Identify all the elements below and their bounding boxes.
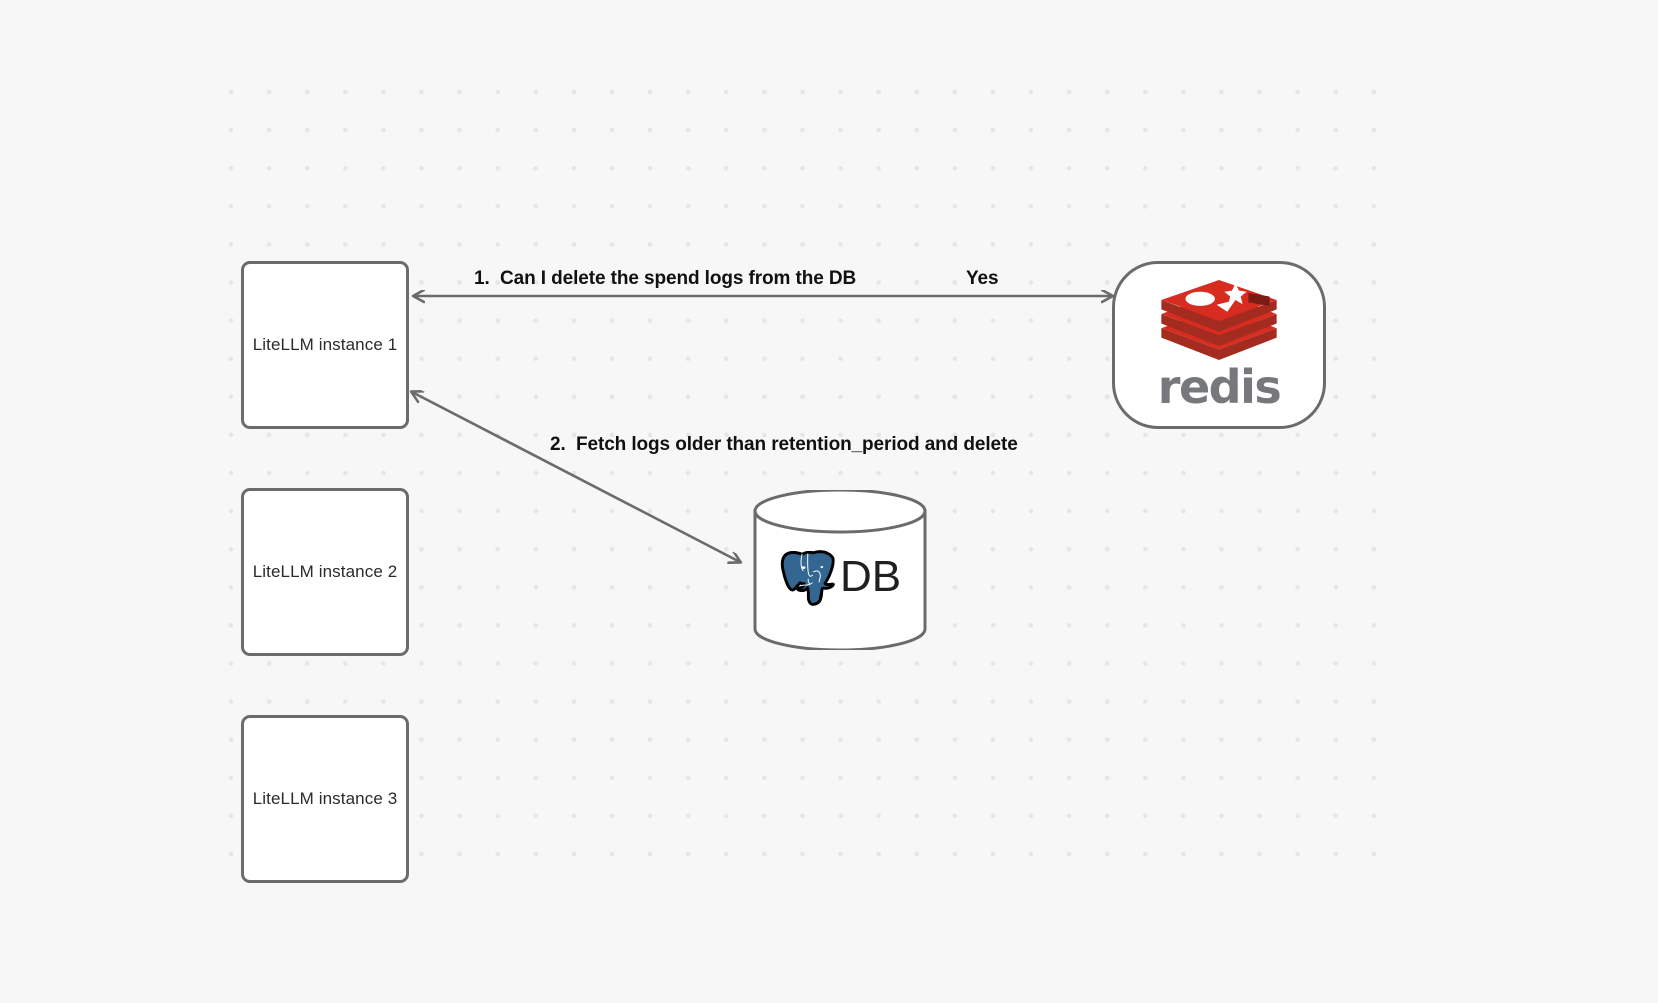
node-litellm-instance-2-label: LiteLLM instance 2 — [252, 562, 398, 581]
redis-wordmark: redis — [1157, 360, 1282, 414]
database-cylinder-shape — [753, 490, 927, 650]
edge-litellm1-db-line — [412, 392, 740, 562]
node-litellm-instance-1-label: LiteLLM instance 1 — [252, 335, 398, 354]
node-litellm-instance-3-label: LiteLLM instance 3 — [252, 789, 398, 808]
database-logo-row: DB — [752, 490, 928, 650]
database-label: DB — [839, 552, 902, 601]
redis-stack-icon — [1161, 280, 1277, 360]
node-redis[interactable]: redis — [1112, 261, 1326, 429]
postgresql-elephant-icon — [780, 550, 835, 606]
node-litellm-instance-3[interactable]: LiteLLM instance 3 — [241, 715, 409, 883]
node-litellm-instance-2[interactable]: LiteLLM instance 2 — [241, 488, 409, 656]
redis-logo: redis — [1157, 280, 1282, 414]
node-litellm-instance-1[interactable]: LiteLLM instance 1 — [241, 261, 409, 429]
edge-label-response: Yes — [966, 268, 999, 289]
node-database[interactable]: DB — [752, 490, 928, 650]
edge-label-fetch-delete: 2. Fetch logs older than retention_perio… — [550, 434, 1018, 455]
edge-label-request: 1. Can I delete the spend logs from the … — [474, 268, 857, 289]
